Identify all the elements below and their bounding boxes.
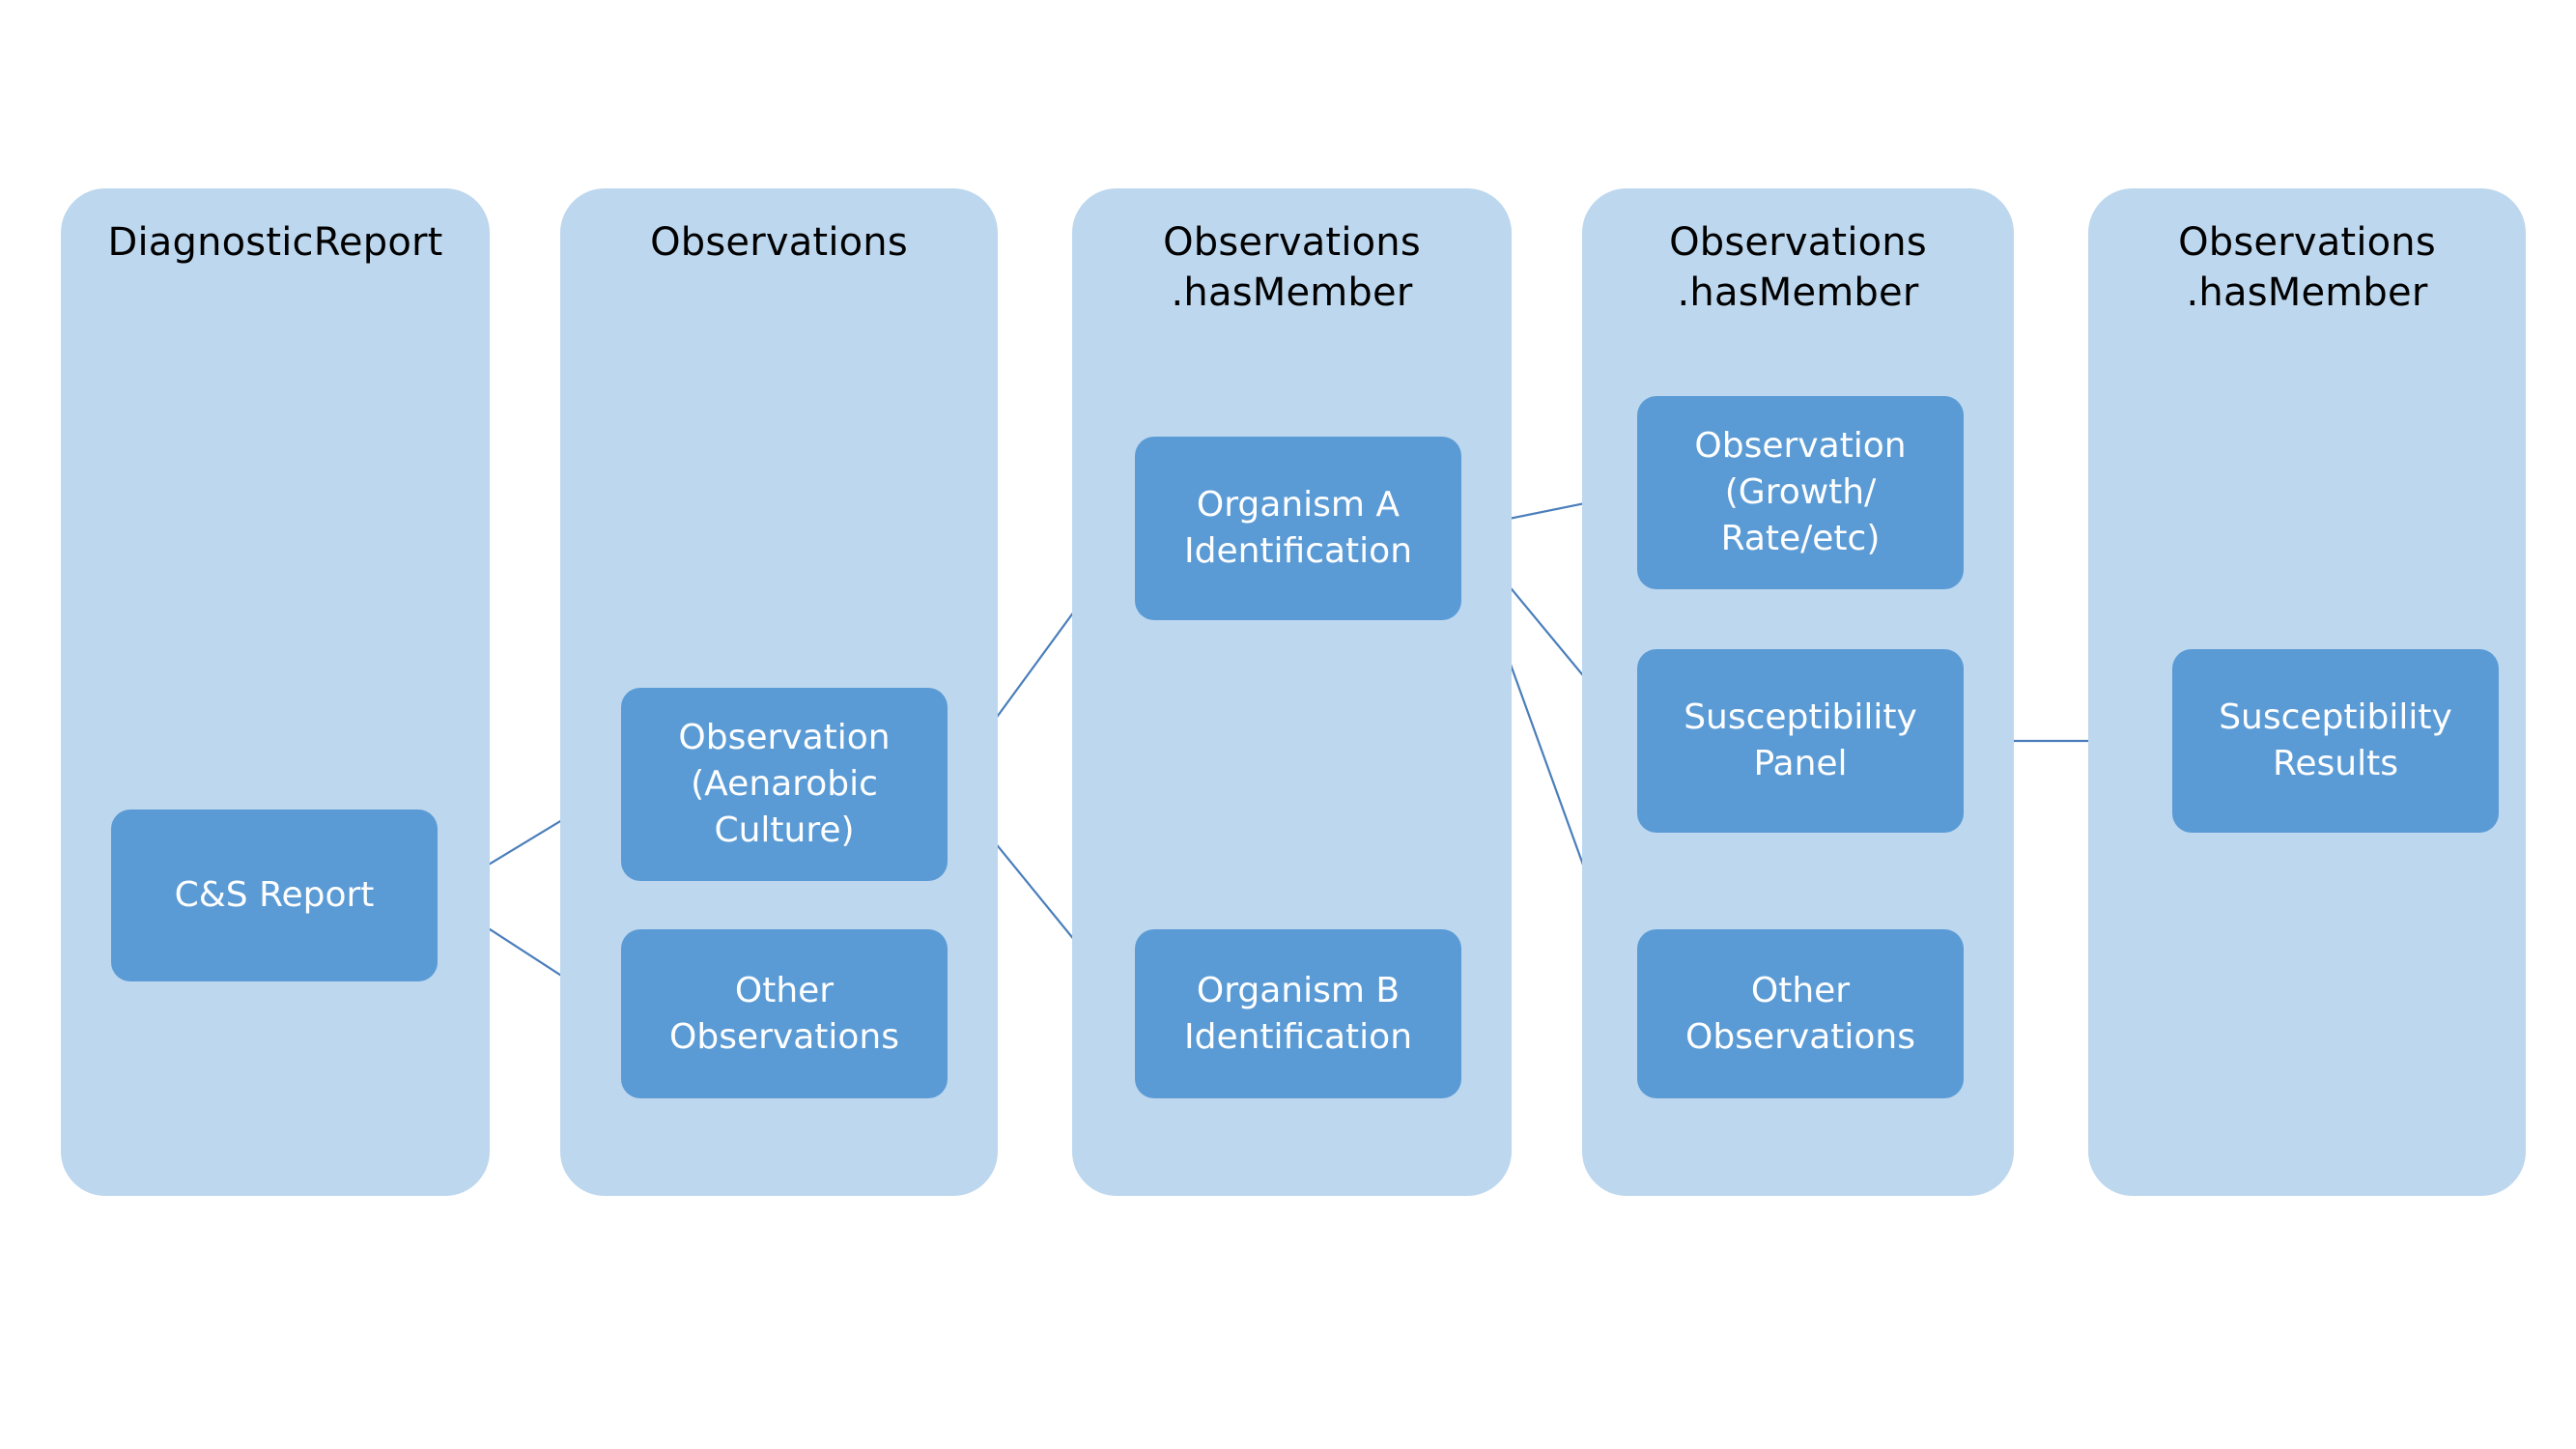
node-susceptibility-results[interactable]: Susceptibility Results <box>2172 649 2499 833</box>
node-organism-b-identification[interactable]: Organism B Identification <box>1135 929 1461 1098</box>
node-other-observations-col4[interactable]: Other Observations <box>1637 929 1964 1098</box>
node-observation-growth-rate[interactable]: Observation (Growth/ Rate/etc) <box>1637 396 1964 589</box>
node-cs-report[interactable]: C&S Report <box>111 810 438 981</box>
lane-title: Observations .hasMember <box>1669 220 1927 315</box>
node-other-observations-col2[interactable]: Other Observations <box>621 929 948 1098</box>
node-organism-a-identification[interactable]: Organism A Identification <box>1135 437 1461 620</box>
node-susceptibility-panel[interactable]: Susceptibility Panel <box>1637 649 1964 833</box>
lane-title: Observations .hasMember <box>1163 220 1421 315</box>
lane-title: DiagnosticReport <box>107 220 443 265</box>
lane-title: Observations <box>650 220 908 265</box>
lane-0 <box>61 188 490 1196</box>
lane-title: Observations .hasMember <box>2178 220 2436 315</box>
node-observation-aenarobic-culture[interactable]: Observation (Aenarobic Culture) <box>621 688 948 881</box>
